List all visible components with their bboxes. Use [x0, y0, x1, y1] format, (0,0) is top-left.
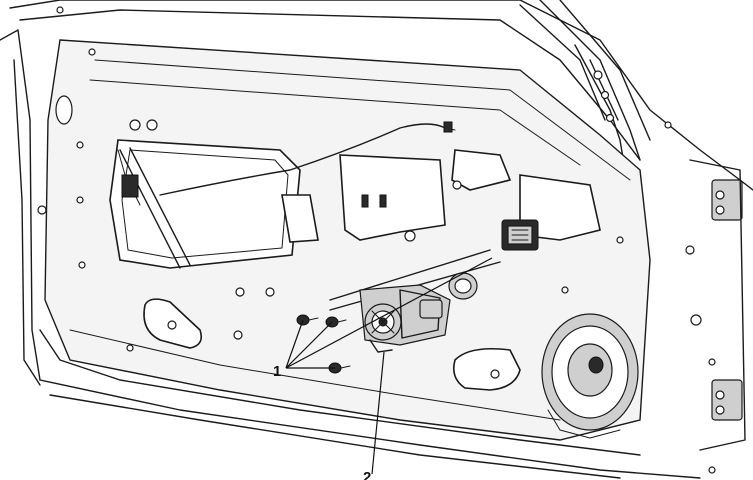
window-motor	[359, 272, 478, 353]
speaker	[541, 313, 639, 439]
upper-left-cutout	[109, 139, 301, 269]
callout-1-label: 1	[273, 363, 281, 380]
callout-1: 1	[273, 257, 493, 380]
door-hinges	[689, 159, 746, 451]
regulator-track	[119, 147, 501, 311]
center-cutouts	[281, 149, 601, 243]
electrical-connector	[501, 219, 539, 251]
callout-2: 2	[363, 351, 385, 480]
callout-2-label: 2	[363, 469, 371, 480]
panel-holes	[37, 6, 716, 474]
lower-oval-cutouts	[143, 298, 521, 391]
a-pillar	[574, 44, 672, 171]
